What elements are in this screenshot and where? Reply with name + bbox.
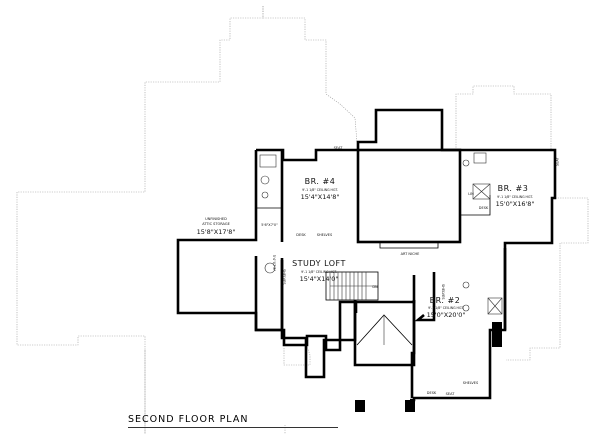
br4-ceiling: 9'-1 1/8" CEILING HGT. <box>302 188 338 192</box>
lower-floor-outline-far-right <box>506 197 589 361</box>
lower-floor-outline <box>16 6 264 434</box>
br3-size: 15'0"X16'8" <box>495 200 535 208</box>
study-loft-label: STUDY LOFT <box>292 259 346 268</box>
plan-title: SECOND FLOOR PLAN <box>128 414 249 425</box>
br2-ceiling: 9'-1 1/8" CEILING HGT. <box>428 306 464 310</box>
art-niche-label: ART NICHE <box>400 252 420 256</box>
toilet-hall <box>264 262 276 274</box>
open-to-below <box>356 148 462 244</box>
br4-seat-label: SEAT <box>333 146 343 150</box>
attic-label-2: ATTIC STORAGE <box>202 222 230 226</box>
br2-top-wall <box>414 272 436 322</box>
br3-ceiling: 9'-1 1/8" CEILING HGT. <box>497 195 533 199</box>
study-loft-ceiling: 9'-1 1/8" CEILING HGT. <box>301 270 337 274</box>
hall-shelves-label: SHELVES <box>281 269 286 285</box>
exterior-wall-left <box>176 150 358 352</box>
br2-label: BR. #2 <box>429 296 461 305</box>
br2-desk-label: DESK <box>426 391 437 395</box>
lower-floor-outline-right <box>455 85 552 152</box>
exterior-wall <box>256 108 557 402</box>
chimney <box>492 322 502 347</box>
porch-outline <box>283 346 311 366</box>
porch-wall <box>353 300 416 367</box>
br3-desk-label: DESK <box>478 206 489 210</box>
attic-label: UNFINISHED <box>205 217 227 221</box>
sink-br3 <box>473 152 487 164</box>
staircase <box>325 271 379 301</box>
toilet-br3 <box>462 159 470 167</box>
br4-shelves-label: SHELVES <box>316 233 333 237</box>
hall-bath-size: 5'4"X7'8" <box>271 254 276 272</box>
bathtub <box>259 154 277 168</box>
art-niche <box>379 242 439 249</box>
linen-label: LIN <box>468 192 474 196</box>
toilet <box>260 175 270 185</box>
porch-column-left <box>355 400 365 412</box>
shower-br3 <box>472 183 491 200</box>
porch-column-right <box>405 400 415 412</box>
study-loft-size: 15'4"X14'0" <box>299 275 339 283</box>
sink <box>261 191 269 199</box>
br3-bath-wall <box>459 150 491 216</box>
br4-closet-size: 5'6"X7'0" <box>261 223 278 227</box>
shower-br2 <box>487 297 503 315</box>
study-loft-wall <box>280 258 416 379</box>
lower-floor-outline-top <box>262 6 358 144</box>
stair-down-label: DN <box>372 285 378 289</box>
br4-desk-label: DESK <box>296 233 306 237</box>
br3-seat-label: SEAT <box>555 157 560 167</box>
sink-br2 <box>462 304 470 312</box>
toilet-br2 <box>462 281 470 289</box>
br4-size: 15'4"X14'8" <box>300 193 340 201</box>
br4-label: BR. #4 <box>304 177 336 186</box>
br2-seat-label: SEAT <box>445 392 455 396</box>
hall-bath-wall <box>254 256 284 332</box>
porch-gable <box>356 314 413 346</box>
br3-label: BR. #3 <box>497 184 529 193</box>
attic-size: 15'8"X17'8" <box>196 228 236 236</box>
br2-closet-shelves-label: SHELVES <box>440 284 445 300</box>
br2-size: 15'0"X20'0" <box>426 311 466 319</box>
title-underline <box>128 427 338 428</box>
br2-shelves-label: SHELVES <box>462 381 479 385</box>
